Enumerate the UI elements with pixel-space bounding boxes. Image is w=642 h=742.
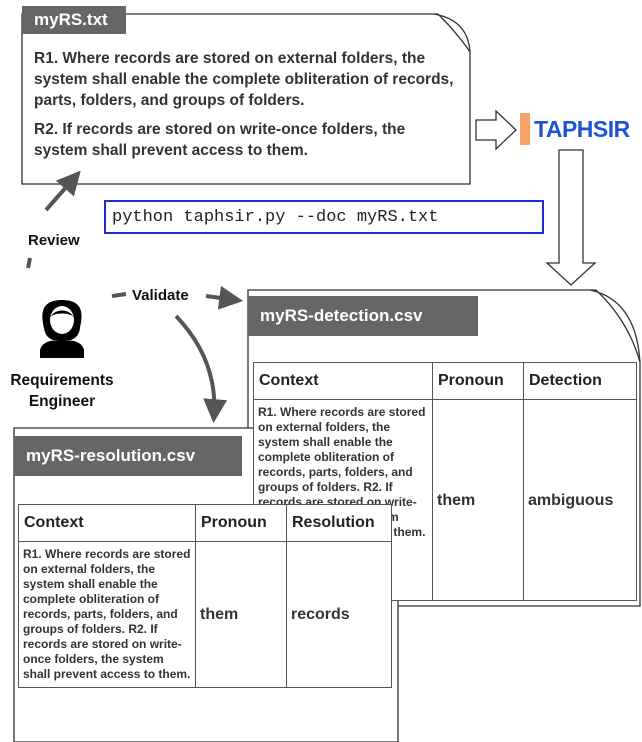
detection-document-curl: [589, 289, 641, 363]
validate-arrow-tail: [111, 292, 127, 298]
to-detection-arrow: [545, 149, 597, 286]
review-arrow-tail: [26, 257, 32, 269]
resolution-result-cell: records: [286, 541, 392, 688]
detection-header-context: Context: [253, 362, 433, 400]
detection-doc-title: myRS-detection.csv: [248, 296, 478, 336]
resolution-header-row: Context Pronoun Resolution: [18, 504, 392, 542]
resolution-doc-title: myRS-resolution.csv: [14, 436, 242, 476]
resolution-header-pronoun: Pronoun: [195, 504, 287, 542]
requirements-engineer-icon: [40, 300, 84, 358]
input-doc-filename: myRS.txt: [34, 10, 108, 29]
detection-result-cell: ambiguous: [523, 399, 637, 601]
resolution-header-context: Context: [18, 504, 196, 542]
requirement-r1: R1. Where records are stored on external…: [34, 50, 454, 109]
to-resolution-arrow: [174, 314, 228, 424]
input-doc-title: myRS.txt: [22, 6, 126, 34]
table-row: R1. Where records are stored on external…: [253, 399, 637, 601]
resolution-table: Context Pronoun Resolution R1. Where rec…: [18, 504, 392, 688]
validate-label: Validate: [132, 287, 189, 304]
detection-header-detection: Detection: [523, 362, 637, 400]
taphsir-logo: TAPHSIR: [520, 113, 642, 145]
resolution-context-cell: R1. Where records are stored on external…: [18, 541, 196, 688]
resolution-pronoun-cell: them: [195, 541, 287, 688]
table-row: R1. Where records are stored on external…: [18, 541, 392, 688]
detection-header-row: Context Pronoun Detection: [253, 362, 637, 400]
resolution-filename: myRS-resolution.csv: [26, 446, 196, 465]
detection-table: Context Pronoun Detection R1. Where reco…: [253, 362, 637, 601]
resolution-header-resolution: Resolution: [286, 504, 392, 542]
to-taphsir-arrow: [475, 109, 517, 151]
review-label: Review: [28, 232, 80, 249]
input-document-curl: [433, 13, 471, 53]
detection-pronoun-cell: them: [432, 399, 524, 601]
detection-header-pronoun: Pronoun: [432, 362, 524, 400]
command-text: python taphsir.py --doc myRS.txt: [112, 207, 439, 227]
detection-filename: myRS-detection.csv: [260, 306, 423, 325]
validate-arrow: [205, 285, 244, 310]
requirements-text: R1. Where records are stored on external…: [34, 48, 458, 169]
review-arrow: [44, 170, 81, 212]
requirement-r2: R2. If records are stored on write-once …: [34, 121, 406, 159]
requirements-engineer-label: Requirements Engineer: [10, 372, 114, 410]
taphsir-logo-text: TAPHSIR: [534, 115, 630, 142]
command-box[interactable]: python taphsir.py --doc myRS.txt: [104, 200, 544, 234]
